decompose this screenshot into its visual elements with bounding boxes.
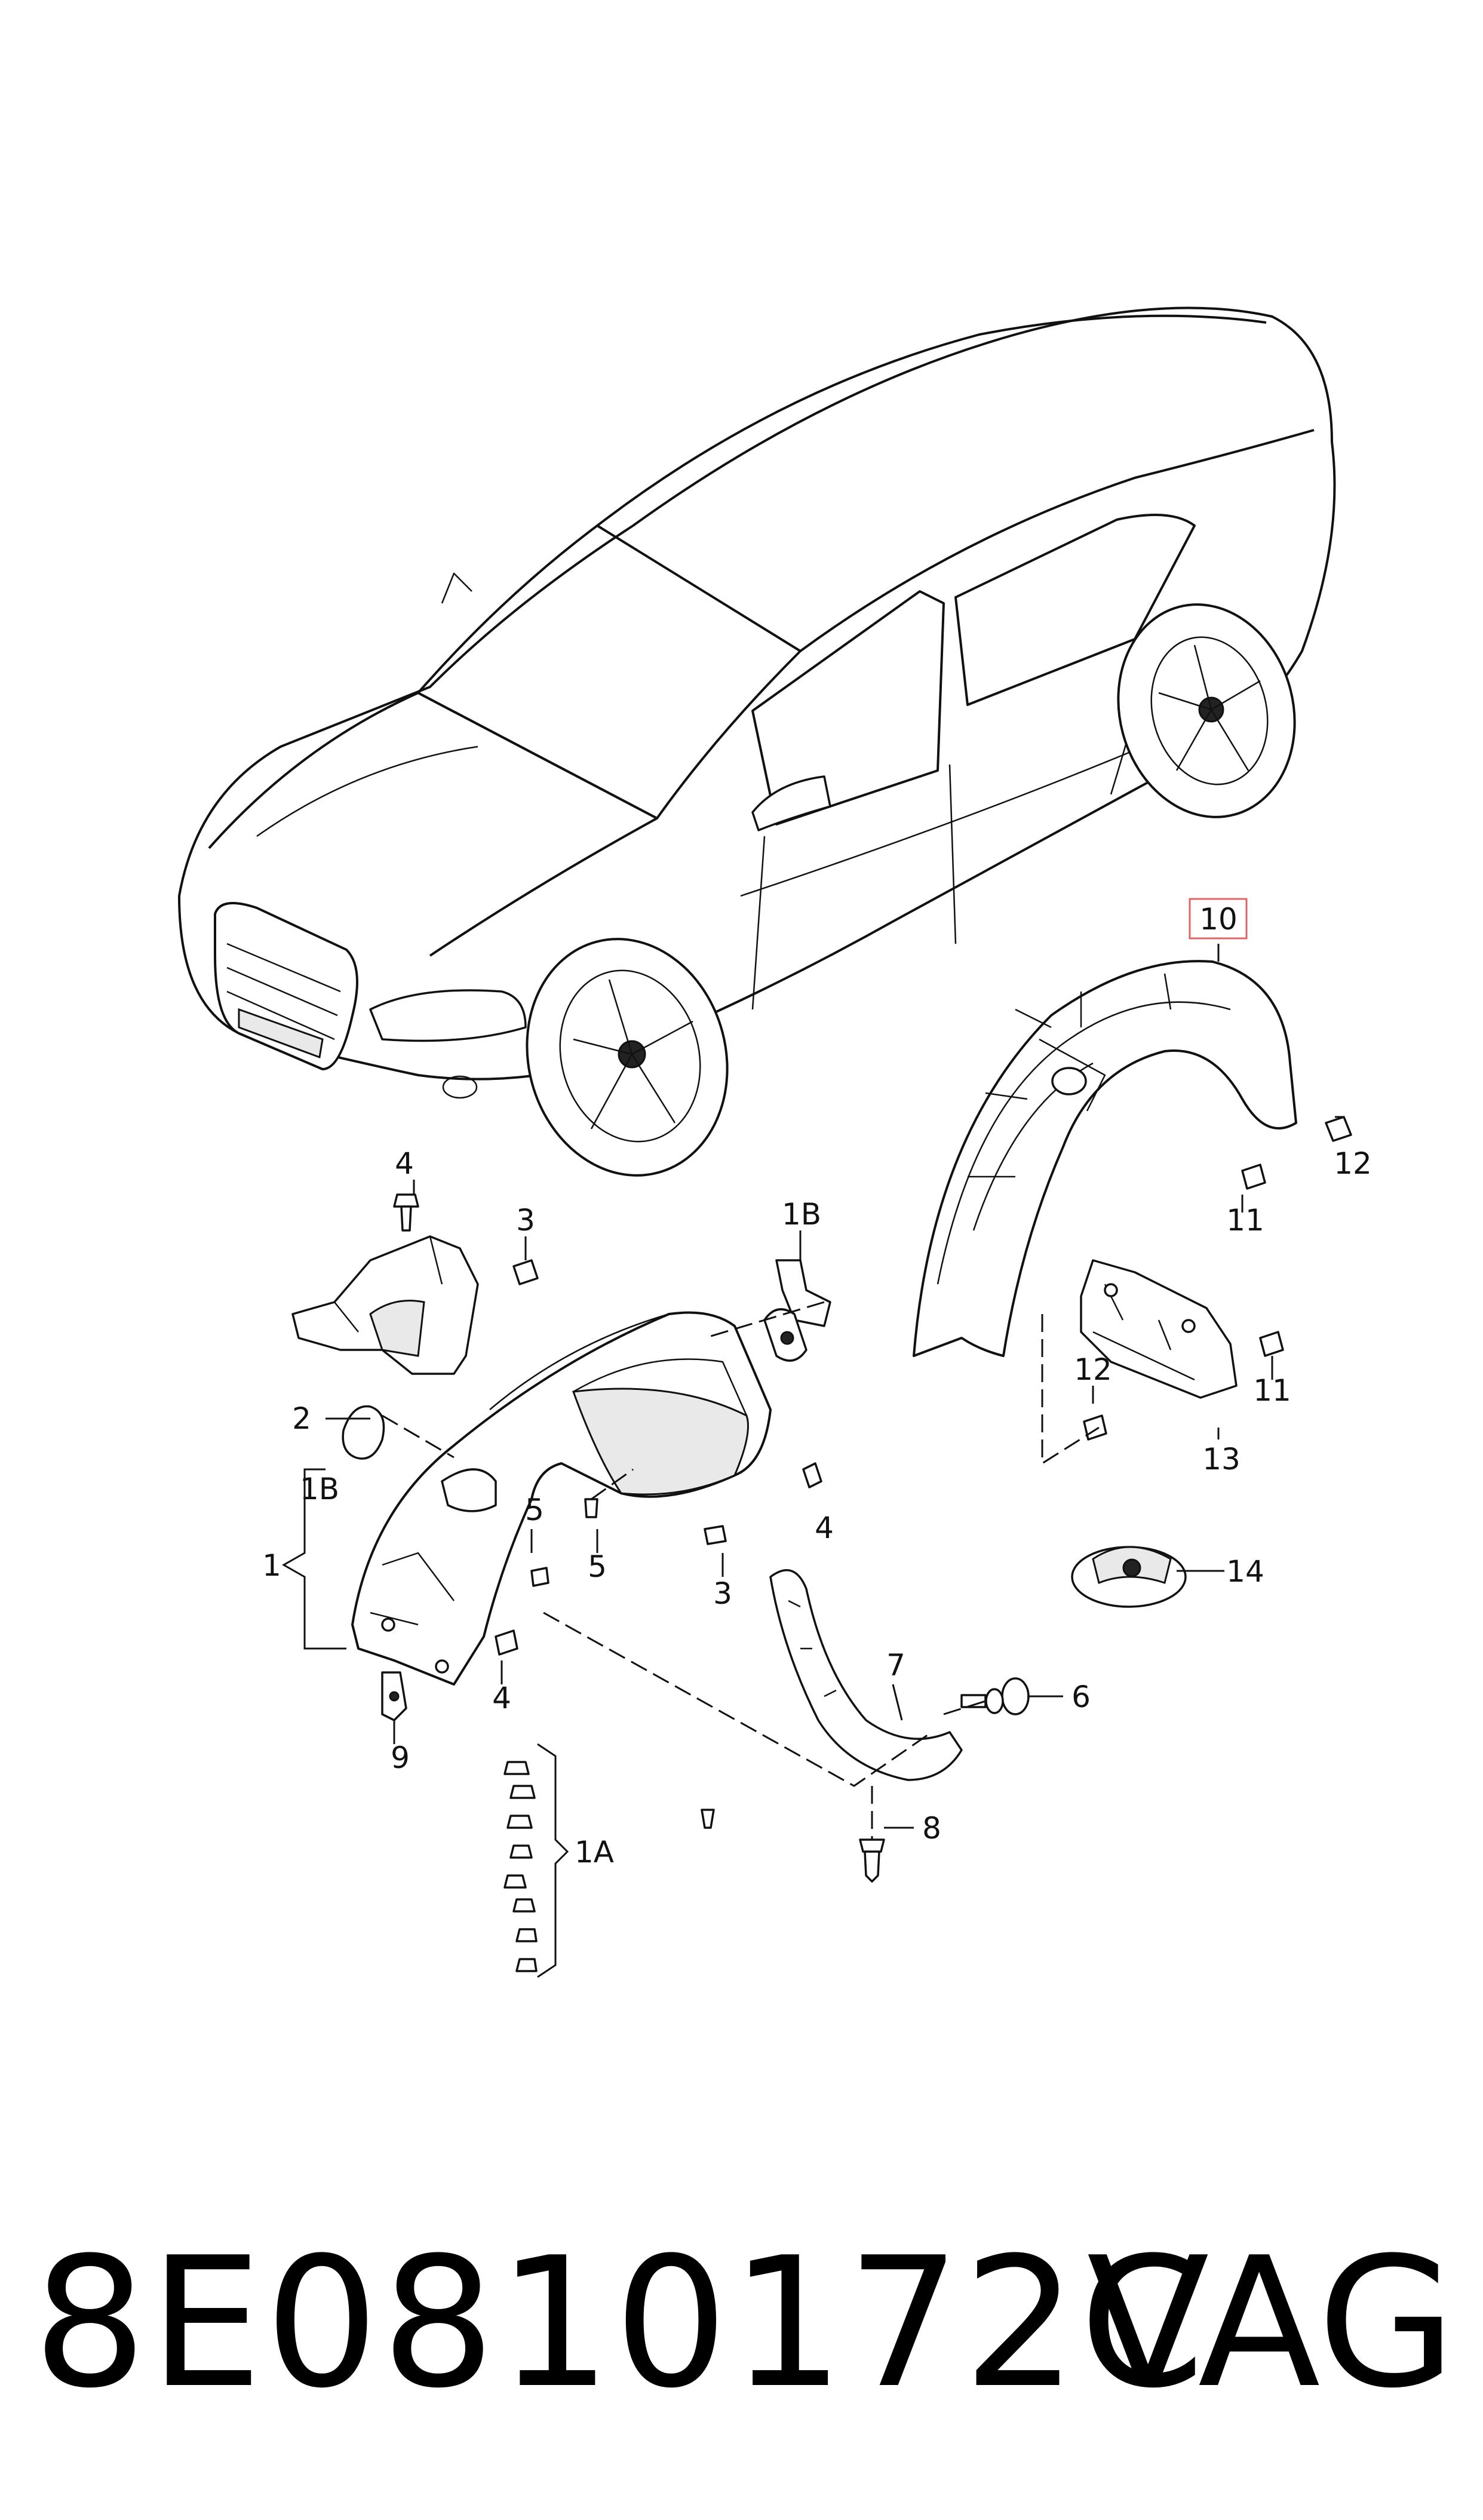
callout-14: 14 — [1226, 1554, 1264, 1589]
callout-12-upper: 12 — [1334, 1146, 1372, 1181]
callout-4-top: 4 — [395, 1146, 414, 1181]
callout-13: 13 — [1202, 1442, 1241, 1477]
part-1-front-wheel-liner — [351, 1311, 772, 1686]
car-illustration — [178, 306, 1336, 1177]
part-7-arch-trim — [769, 1569, 963, 1781]
part-2-cap — [342, 1405, 385, 1460]
part-6-nut — [960, 1677, 1030, 1715]
callout-4-bottom: 4 — [492, 1681, 511, 1715]
callout-3-top: 3 — [516, 1203, 535, 1238]
part-13-bracket — [1080, 1259, 1238, 1399]
callout-10: 10 — [1199, 902, 1238, 937]
leader-lines — [281, 944, 1344, 1978]
part-14-clip — [1071, 1546, 1187, 1608]
callout-11-lower: 11 — [1253, 1373, 1291, 1408]
callout-3-bottom: 3 — [713, 1576, 732, 1611]
callout-1B-left: 1B — [300, 1472, 339, 1506]
callout-1A: 1A — [575, 1835, 614, 1870]
callout-12-lower: 12 — [1074, 1352, 1112, 1387]
callout-1B-top: 1B — [782, 1197, 821, 1232]
part-1B-bracket — [763, 1259, 831, 1362]
part-1A-screw-set — [503, 1761, 538, 1972]
part-9-clip — [381, 1671, 407, 1721]
part-10-rear-wheel-liner — [913, 960, 1297, 1357]
upper-bracket — [291, 1235, 479, 1375]
callout-11-upper: 11 — [1226, 1203, 1264, 1238]
callout-labels: 4 3 1B 10 12 11 12 11 13 14 2 1B 1 5 5 4… — [262, 898, 1372, 1870]
callout-10-highlight-box — [1189, 898, 1248, 940]
callout-9: 9 — [391, 1741, 410, 1775]
part-number: 8E0810172C — [33, 2219, 1207, 2427]
callout-8: 8 — [922, 1811, 941, 1846]
footer: 8E0810172C VAG — [0, 2234, 1483, 2473]
callout-1: 1 — [262, 1548, 281, 1583]
callout-4-mid: 4 — [815, 1511, 834, 1545]
callout-2: 2 — [292, 1401, 311, 1436]
callout-5-upper: 5 — [525, 1493, 544, 1527]
callout-7: 7 — [886, 1648, 905, 1683]
brand-name: VAG — [1086, 2219, 1456, 2427]
callout-5-lower: 5 — [588, 1549, 607, 1584]
fasteners — [393, 1116, 1352, 1829]
part-8-rivet — [859, 1838, 885, 1883]
callout-6: 6 — [1071, 1680, 1091, 1714]
